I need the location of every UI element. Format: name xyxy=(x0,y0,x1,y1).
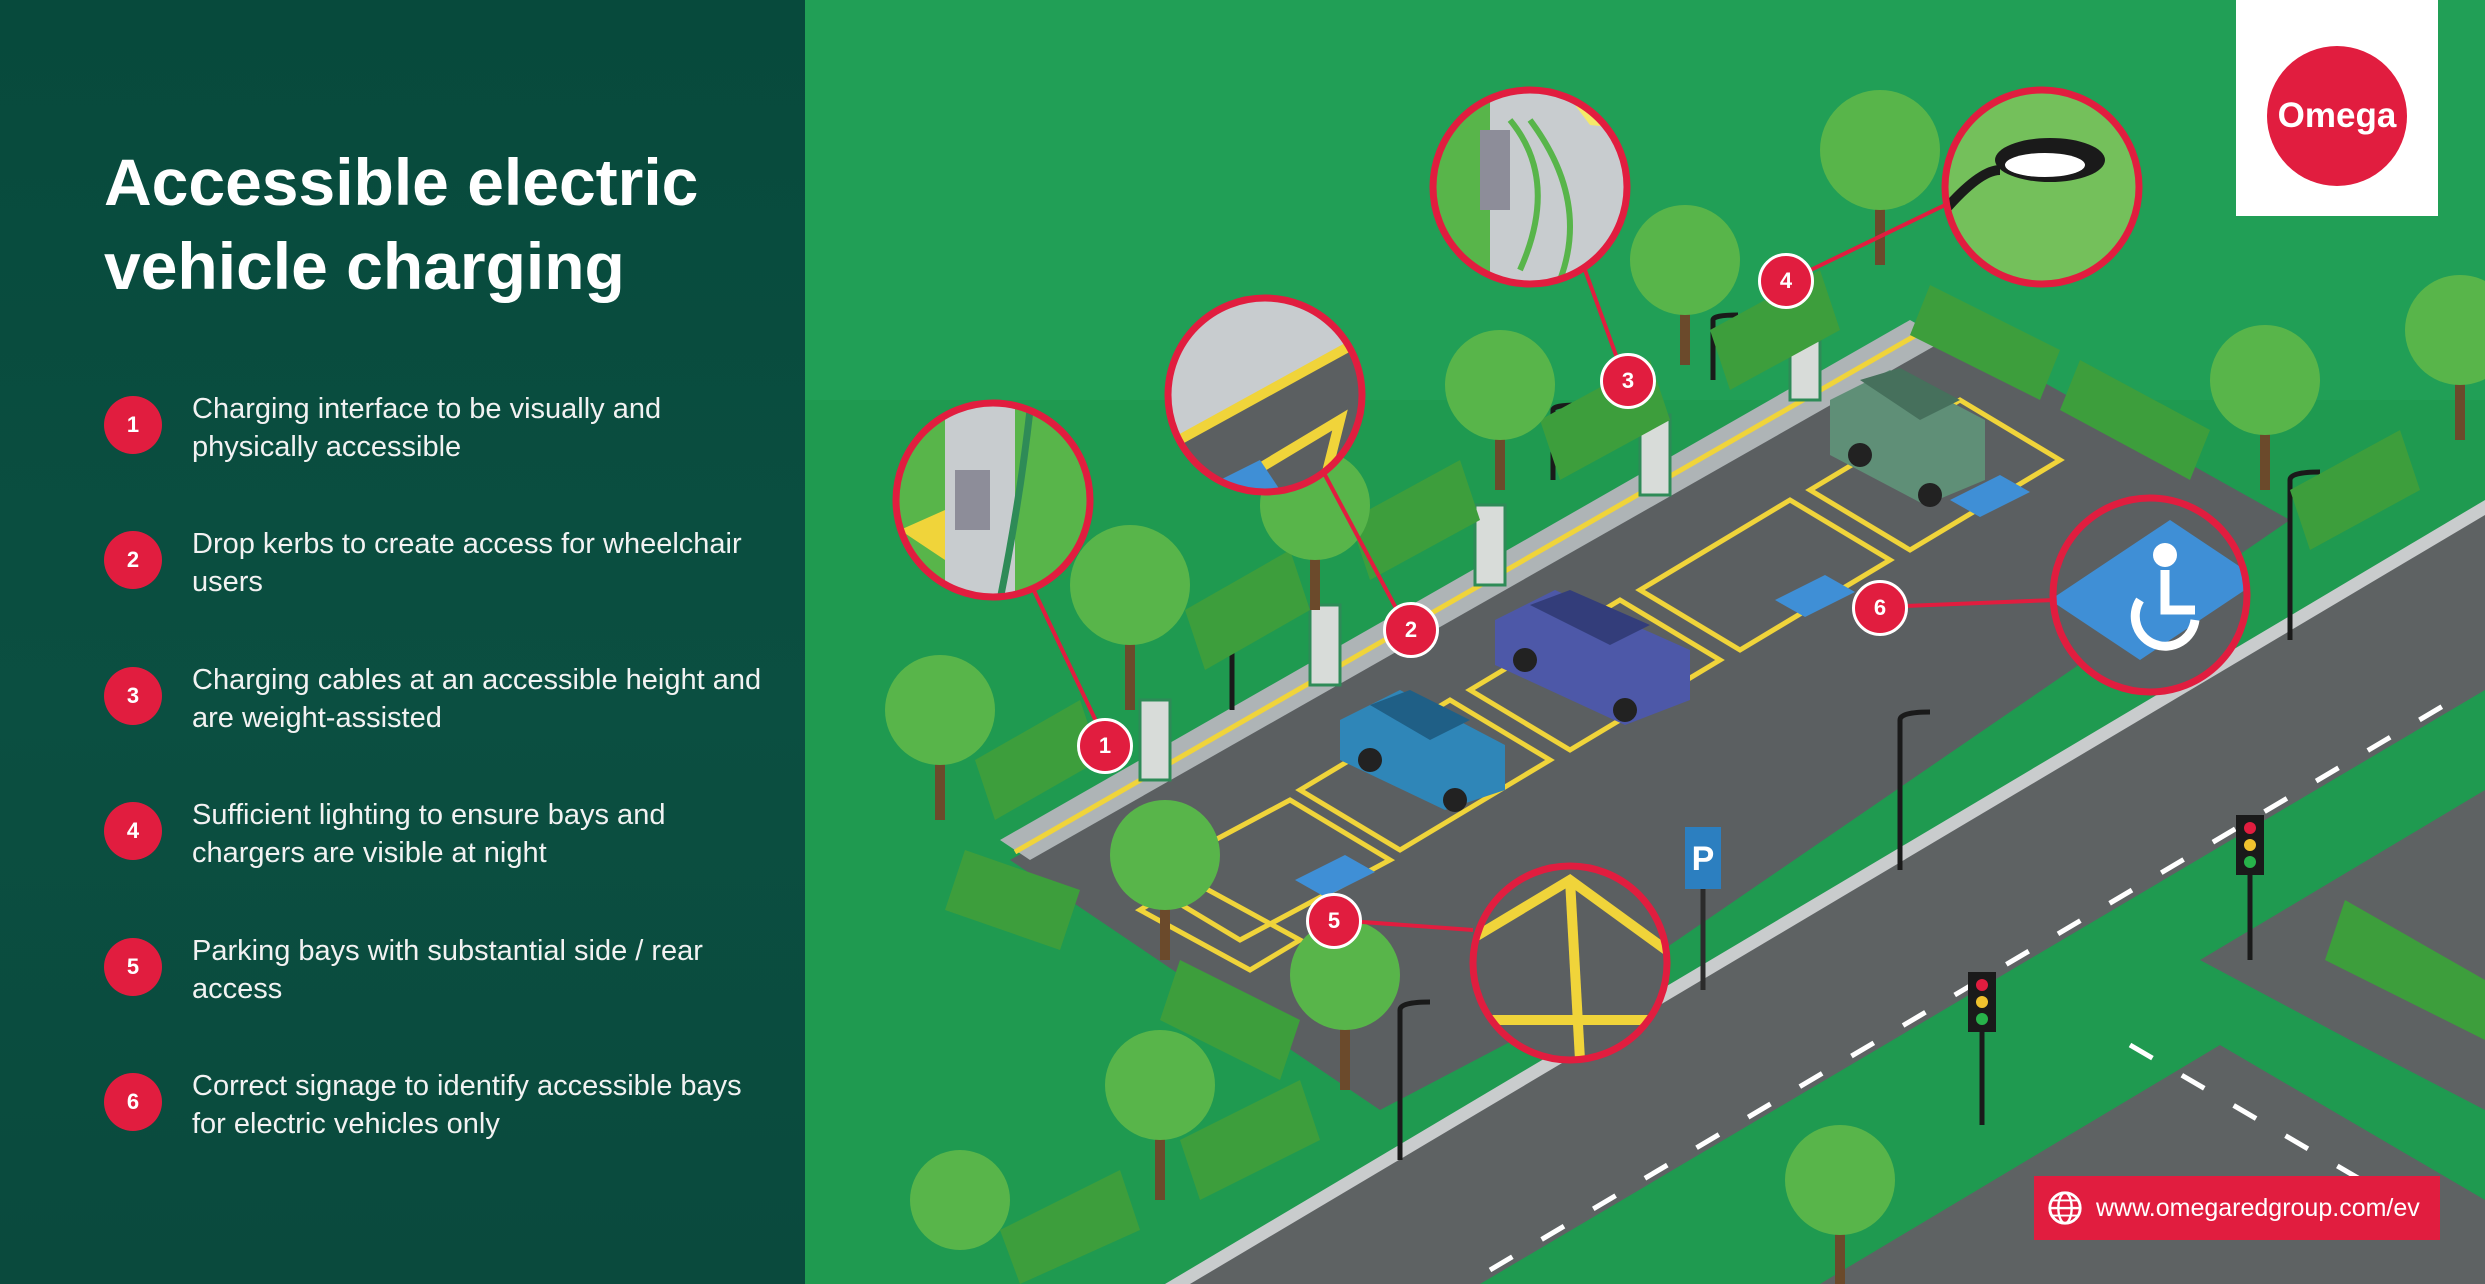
legend-item: 3 Charging cables at an accessible heigh… xyxy=(104,661,761,741)
trees xyxy=(885,90,2485,1284)
ev-chargers xyxy=(1138,318,1822,782)
number-badge: 2 xyxy=(104,531,162,589)
parking-sign: P xyxy=(1685,827,1721,990)
number-badge: 5 xyxy=(104,938,162,996)
legend-item: 5 Parking bays with substantial side / r… xyxy=(104,932,744,1012)
legend-item: 2 Drop kerbs to create access for wheelc… xyxy=(104,525,744,605)
accessible-bay-marking xyxy=(1295,475,2030,897)
map-badge-6: 6 xyxy=(1852,580,1908,636)
map-badge-2: 2 xyxy=(1383,602,1439,658)
car-green-suv xyxy=(1830,368,1985,507)
legend-text: Charging interface to be visually and ph… xyxy=(192,393,662,463)
legend-text: Parking bays with substantial side / rea… xyxy=(192,935,703,1005)
number-badge: 3 xyxy=(104,667,162,725)
number-badge: 6 xyxy=(104,1073,162,1131)
website-banner[interactable]: www.omegaredgroup.com/ev xyxy=(2034,1176,2440,1240)
page-title: Accessible electric vehicle charging xyxy=(104,145,699,303)
zoom-callout-5 xyxy=(1469,862,1671,1064)
car-blue xyxy=(1340,690,1505,812)
car-purple xyxy=(1495,590,1690,725)
legend-text: Sufficient lighting to ensure bays and c… xyxy=(192,799,666,869)
zoom-callout-2 xyxy=(1164,294,1366,496)
globe-icon xyxy=(2048,1191,2082,1225)
info-panel: Accessible electric vehicle charging 1 C… xyxy=(0,0,805,1284)
number-badge: 1 xyxy=(104,396,162,454)
map-badge-3: 3 xyxy=(1600,353,1656,409)
zoom-callout-1 xyxy=(892,399,1094,601)
zoom-callout-6 xyxy=(2049,494,2251,696)
legend-item: 4 Sufficient lighting to ensure bays and… xyxy=(104,796,744,876)
road xyxy=(1165,500,2485,1284)
website-url[interactable]: www.omegaredgroup.com/ev xyxy=(2096,1193,2420,1222)
legend-text: Correct signage to identify accessible b… xyxy=(192,1070,742,1140)
car-park-illustration: P xyxy=(805,0,2485,1284)
map-badge-5: 5 xyxy=(1306,893,1362,949)
logo: Omega xyxy=(2236,0,2438,216)
traffic-lights xyxy=(1968,815,2264,1125)
map-badge-4: 4 xyxy=(1758,253,1814,309)
map-badge-1: 1 xyxy=(1077,718,1133,774)
zoom-callout-4 xyxy=(1941,86,2143,288)
number-badge: 4 xyxy=(104,802,162,860)
legend-item: 1 Charging interface to be visually and … xyxy=(104,390,744,470)
logo-text: Omega xyxy=(2267,46,2407,186)
legend-text: Drop kerbs to create access for wheelcha… xyxy=(192,528,742,598)
callout-lines xyxy=(1026,203,2056,932)
legend-text: Charging cables at an accessible height … xyxy=(192,664,762,734)
legend-item: 6 Correct signage to identify accessible… xyxy=(104,1067,744,1147)
parking-sign-letter: P xyxy=(1692,840,1715,878)
